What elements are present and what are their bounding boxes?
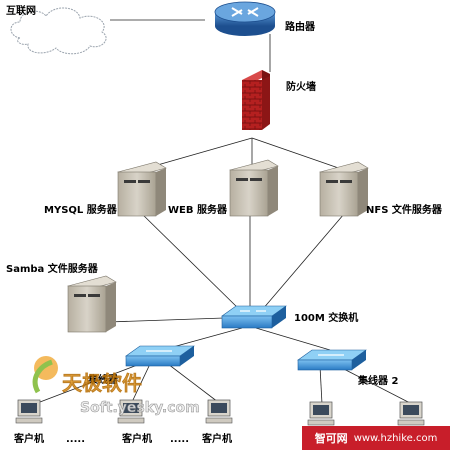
client-1-icon [15, 399, 43, 424]
samba-label: Samba 文件服务器 [6, 262, 99, 275]
firewall-label: 防火墙 [286, 80, 316, 93]
link-samba-switch [107, 317, 225, 323]
badge-name: 智可网 [314, 432, 348, 445]
nfs-label: NFS 文件服务器 [366, 203, 443, 216]
link-firewall-nfs [251, 137, 351, 173]
client-4-icon [307, 401, 335, 426]
link-hub1-client1 [39, 363, 141, 403]
client-1-label: 客户机 [13, 432, 44, 445]
router-icon [214, 1, 276, 36]
cloud-icon [10, 7, 107, 55]
watermark-site: Soft.yesky.com [80, 400, 200, 416]
internet-label: 互联网 [6, 4, 36, 17]
firewall-icon [242, 70, 270, 130]
web-label: WEB 服务器 [168, 203, 228, 216]
switch-icon [221, 305, 287, 329]
yesky-watermark: 天极软件 Soft.yesky.com [32, 356, 200, 416]
hub-2-label: 集线器 2 [357, 374, 398, 387]
client-3-icon [205, 399, 233, 424]
link-switch-hub2 [255, 327, 331, 351]
client-2-icon [117, 399, 145, 424]
mysql-server-icon [117, 161, 167, 217]
watermark-brand: 天极软件 [62, 371, 142, 395]
hub-2-icon [297, 349, 367, 371]
hub-1-icon [125, 345, 195, 367]
connections [39, 19, 413, 405]
site-badge: 智可网 www.hzhike.com [302, 426, 450, 450]
router-label: 路由器 [285, 20, 316, 33]
hub-1-label: 集线器 [87, 373, 119, 386]
dots-2: ..... [170, 434, 189, 445]
link-hub2-client5 [337, 365, 413, 405]
link-mysql-switch [139, 211, 241, 311]
client-2-label: 客户机 [121, 432, 152, 445]
nfs-server-icon [319, 161, 369, 217]
mysql-label: MYSQL 服务器 [44, 203, 118, 216]
link-nfs-switch [261, 213, 345, 311]
switch-label: 100M 交换机 [294, 311, 358, 324]
link-hub1-client3 [167, 363, 219, 403]
link-hub1-client2 [131, 363, 151, 403]
client-3-label: 客户机 [201, 432, 232, 445]
dots-1: ..... [66, 434, 85, 445]
web-server-icon [229, 159, 279, 217]
badge-url: www.hzhike.com [353, 432, 438, 444]
link-hub2-client4 [319, 365, 323, 405]
client-5-icon [397, 401, 425, 426]
samba-server-icon [67, 275, 117, 333]
